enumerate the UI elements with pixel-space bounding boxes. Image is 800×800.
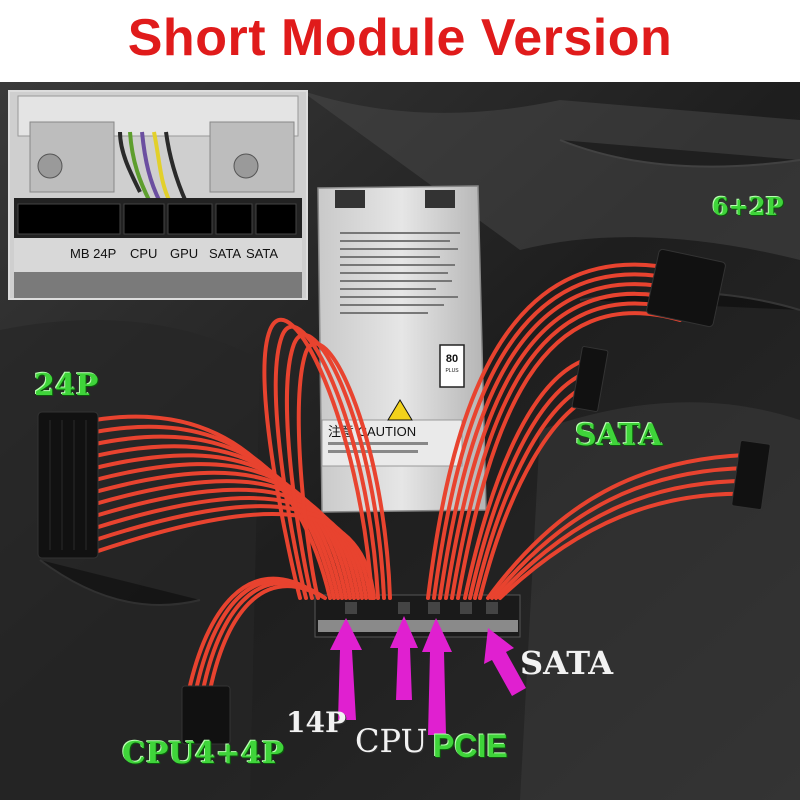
label-sata-right: SATA xyxy=(575,418,663,453)
label-pcie: PCIE xyxy=(433,728,508,764)
connector-24p xyxy=(37,411,99,559)
inset-label-mb24p: MB 24P xyxy=(70,246,117,261)
connector-sata-upper xyxy=(571,346,609,412)
psu-unit: 80 PLUS 注意 CAUTION xyxy=(317,185,487,513)
arrow-cpu xyxy=(390,616,418,700)
arrow-pcie xyxy=(422,618,452,735)
page-title: Short Module Version xyxy=(127,9,673,67)
inset-label-sata-1: SATA xyxy=(209,246,242,261)
arrow-14p xyxy=(330,618,362,720)
label-cpu-4-4p: CPU4+4P xyxy=(122,736,285,771)
pointer-arrows xyxy=(330,616,526,735)
psu-photo: 80 PLUS 注意 CAUTION xyxy=(0,82,800,800)
screw-left-icon xyxy=(37,153,63,179)
80plus-badge xyxy=(439,344,465,388)
label-14p: 14P xyxy=(286,706,347,739)
connector-cpu44 xyxy=(181,685,231,745)
screw-right-icon xyxy=(233,153,259,179)
arrow-sata xyxy=(484,628,526,696)
label-cpu: CPU xyxy=(355,722,428,760)
inset-label-cpu: CPU xyxy=(130,246,158,261)
connector-6-2p xyxy=(646,248,726,328)
connector-sata-lower xyxy=(731,439,771,511)
label-6-2p: 6+2P xyxy=(712,192,784,221)
svg-text:PLUS: PLUS xyxy=(445,368,459,374)
inset-label-gpu: GPU xyxy=(170,246,199,261)
label-24p: 24P xyxy=(34,368,99,403)
svg-text:80: 80 xyxy=(446,353,458,365)
inset-photo: MB 24P CPU GPU SATA SATA xyxy=(8,90,308,300)
inset-label-sata-2: SATA xyxy=(246,246,279,261)
inset-psu-closeup xyxy=(10,92,306,298)
label-sata-bottom: SATA xyxy=(520,644,614,682)
connector-heads xyxy=(37,248,771,745)
